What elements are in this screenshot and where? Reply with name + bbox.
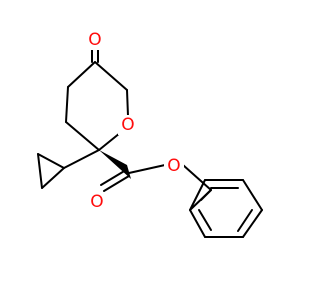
bond-carboxyl-ester-o [128, 164, 166, 174]
bond-phenyl-7 [189, 179, 206, 211]
aromatic-inner-2 [237, 209, 253, 232]
bond-ester-double-b [103, 175, 130, 192]
ester-carbonyl-oxygen-label: O [90, 192, 103, 212]
bond-c2-ring-o [126, 89, 129, 117]
bond-cyclopropyl-c [41, 167, 65, 189]
ester-oxygen-label: O [167, 156, 180, 176]
bond-ester-double-a [100, 169, 127, 186]
bond-c5-c6 [65, 121, 100, 151]
wedge-bond-c6-carboxyl [99, 150, 131, 179]
bond-ring-o-c6 [98, 132, 121, 151]
ring-oxygen-label: O [121, 115, 134, 135]
bond-ester-o-ch2 [182, 164, 212, 191]
bond-c3-c2 [94, 61, 128, 91]
bond-phenyl-1 [189, 189, 212, 211]
bond-phenyl-5 [242, 179, 263, 211]
bond-c4-c5 [65, 86, 69, 123]
bond-c3-c4 [67, 61, 96, 88]
bond-c6-cyclopropyl [63, 149, 100, 169]
ketone-oxygen-label: O [88, 30, 101, 50]
bond-phenyl-4 [242, 209, 263, 238]
bond-cyclopropyl-b [37, 153, 43, 189]
aromatic-inner-3 [198, 209, 212, 231]
structure-svg: O O O O [37, 30, 263, 238]
molecule-diagram: O O O O [37, 30, 263, 238]
bond-phenyl-2 [189, 209, 206, 238]
bond-cyclopropyl-a [37, 153, 65, 169]
